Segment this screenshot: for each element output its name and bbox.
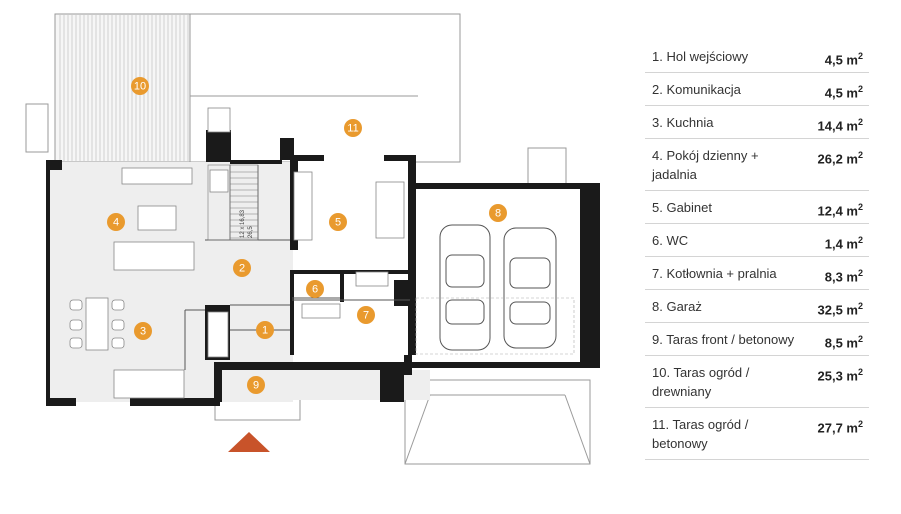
kitchen-counter: [121, 167, 193, 185]
legend-room-name: 7. Kotłownia + pralnia: [652, 266, 777, 281]
room-badge-7: [357, 306, 375, 324]
legend-row: 5. Gabinet 12,4 m2: [645, 191, 869, 224]
garage-cars: [439, 224, 557, 351]
dining-table: [85, 297, 109, 351]
room-badge-label: 9: [253, 380, 259, 392]
legend-room-name: 2. Komunikacja: [652, 82, 741, 97]
legend-room-area: 27,7 m2: [817, 419, 864, 436]
legend-row: 1. Hol wejściowy 4,5 m2: [645, 40, 869, 73]
legend-row: 3. Kuchnia 14,4 m2: [645, 106, 869, 139]
legend-room-name: 3. Kuchnia: [652, 115, 714, 130]
legend-room-area: 14,4 m2: [817, 117, 864, 134]
desk: [375, 181, 405, 239]
legend-room-area: 8,3 m2: [824, 268, 863, 285]
coffee-table: [137, 205, 177, 231]
room-badge-8: [489, 204, 507, 222]
legend-room-name: 10. Taras ogród / drewniany: [652, 365, 750, 399]
room-badge-5: [329, 213, 347, 231]
room-badge-label: 2: [239, 263, 245, 275]
legend-row: 4. Pokój dzienny + jadalnia 26,2 m2: [645, 139, 869, 191]
legend-room-name: 5. Gabinet: [652, 200, 712, 215]
legend-row: 6. WC 1,4 m2: [645, 224, 869, 257]
legend-unit-superscript: 2: [857, 117, 863, 127]
legend-room-name: 6. WC: [652, 233, 689, 248]
stair-dimension-label-2: 26,5: [248, 226, 254, 238]
room-badge-label: 1: [262, 325, 268, 337]
room-badge-11: [344, 119, 362, 137]
legend-room-area: 4,5 m2: [824, 84, 863, 101]
room-legend: 1. Hol wejściowy 4,5 m2 2. Komunikacja 4,5 …: [645, 40, 869, 460]
kitchen-island: [113, 369, 185, 399]
room-badge-label: 6: [312, 284, 318, 296]
legend-row: 8. Garaż 32,5 m2: [645, 290, 869, 323]
room-badge-label: 11: [347, 123, 358, 135]
legend-row: 7. Kotłownia + pralnia 8,3 m2: [645, 257, 869, 290]
legend-unit-superscript: 2: [857, 51, 863, 61]
legend-unit-superscript: 2: [857, 84, 863, 94]
room-badge-label: 3: [140, 326, 146, 338]
legend-unit-superscript: 2: [857, 150, 863, 160]
room-badge-1: [256, 321, 274, 339]
room-badge-9: [247, 376, 265, 394]
legend-room-name: 8. Garaż: [652, 299, 702, 314]
room-badge-3: [134, 322, 152, 340]
legend-row: 2. Komunikacja 4,5 m2: [645, 73, 869, 106]
room-badge-4: [107, 213, 125, 231]
wooden-deck: [54, 13, 191, 163]
room-badge-label: 10: [134, 81, 146, 93]
garage-canopy: [404, 379, 591, 465]
legend-room-name: 1. Hol wejściowy: [652, 49, 749, 64]
legend-room-area: 32,5 m2: [817, 301, 864, 318]
legend-unit-superscript: 2: [857, 268, 863, 278]
legend-unit-superscript: 2: [857, 419, 863, 429]
legend-room-area: 8,5 m2: [824, 334, 863, 351]
floor-plan: 12 x 16,83 26,5 1 2 3 4 5 6 7 8 9 10 11: [25, 13, 600, 465]
legend-unit-superscript: 2: [857, 367, 863, 377]
legend-room-area: 12,4 m2: [817, 202, 864, 219]
room-badge-label: 8: [495, 208, 501, 220]
legend-unit-superscript: 2: [857, 301, 863, 311]
legend-row: 11. Taras ogród / betonowy 27,7 m2: [645, 408, 869, 460]
legend-room-area: 1,4 m2: [824, 235, 863, 252]
room-badge-label: 7: [363, 310, 369, 322]
legend-room-name: 11. Taras ogród / betonowy: [652, 417, 749, 451]
legend-row: 9. Taras front / betonowy 8,5 m2: [645, 323, 869, 356]
legend-unit-superscript: 2: [857, 202, 863, 212]
legend-room-name: 9. Taras front / betonowy: [652, 332, 795, 347]
furniture: [69, 107, 405, 399]
room-badges: 1 2 3 4 5 6 7 8 9 10 11: [107, 77, 507, 394]
staircase: [207, 164, 259, 241]
room-badge-label: 5: [335, 217, 341, 229]
sofa: [113, 241, 195, 271]
legend-room-area: 4,5 m2: [824, 51, 863, 68]
legend-room-name: 4. Pokój dzienny + jadalnia: [652, 148, 759, 182]
legend-room-area: 26,2 m2: [817, 150, 864, 167]
room-badge-6: [306, 280, 324, 298]
room-badge-label: 4: [113, 217, 119, 229]
legend-unit-superscript: 2: [857, 334, 863, 344]
room-badge-10: [131, 77, 149, 95]
legend-room-area: 25,3 m2: [817, 367, 864, 384]
entrance-arrow: [228, 432, 270, 452]
room-badge-2: [233, 259, 251, 277]
legend-unit-superscript: 2: [857, 235, 863, 245]
stair-dimension-label: 12 x 16,83: [240, 209, 246, 238]
legend-row: 10. Taras ogród / drewniany 25,3 m2: [645, 356, 869, 408]
